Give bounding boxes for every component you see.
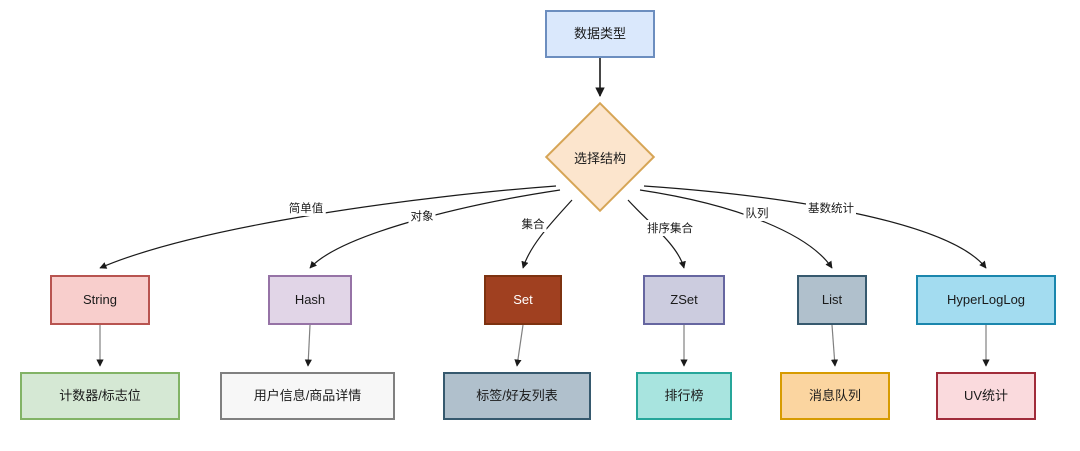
edge-list-to-usage (830, 324, 839, 367)
node-type-String[interactable]: String (50, 275, 150, 325)
edge-decision-to-string (99, 185, 557, 269)
node-type-label: Hash (294, 292, 326, 308)
node-usage-label: 标签/好友列表 (476, 388, 558, 404)
node-usage-UV统计[interactable]: UV统计 (936, 372, 1036, 420)
node-usage-用户信息/商品详情[interactable]: 用户信息/商品详情 (220, 372, 395, 420)
node-usage-label: 用户信息/商品详情 (253, 388, 362, 404)
node-type-label: Set (513, 292, 533, 308)
node-type-Hash[interactable]: Hash (268, 275, 352, 325)
node-usage-label: 计数器/标志位 (59, 388, 141, 404)
node-type-label: ZSet (670, 292, 698, 308)
node-usage-label: 排行榜 (664, 388, 704, 404)
node-data-type[interactable]: 数据类型 (545, 10, 655, 58)
node-usage-标签/好友列表[interactable]: 标签/好友列表 (443, 372, 591, 420)
node-type-label: List (821, 292, 843, 308)
edge-label-队列: 队列 (743, 205, 771, 221)
node-type-List[interactable]: List (797, 275, 867, 325)
edge-label-对象: 对象 (408, 208, 436, 224)
node-type-label: String (83, 292, 117, 308)
edge-hash-to-usage (304, 324, 312, 367)
edge-set-to-usage (514, 324, 524, 367)
node-decision-select-structure[interactable]: 选择结构 (544, 101, 656, 213)
edge-label-简单值: 简单值 (286, 200, 326, 216)
edge-decision-to-hyperloglog (643, 185, 987, 269)
node-usage-label: UV统计 (963, 388, 1009, 404)
node-type-Set[interactable]: Set (484, 275, 562, 325)
edge-label-集合: 集合 (519, 216, 547, 232)
node-type-label: HyperLogLog (946, 292, 1026, 308)
node-usage-排行榜[interactable]: 排行榜 (636, 372, 732, 420)
edge-label-排序集合: 排序集合 (645, 220, 695, 236)
edge-decision-to-set (521, 199, 573, 269)
node-usage-计数器/标志位[interactable]: 计数器/标志位 (20, 372, 180, 420)
edge-label-基数统计: 基数统计 (806, 200, 856, 216)
node-type-ZSet[interactable]: ZSet (643, 275, 725, 325)
node-decision-label: 选择结构 (573, 150, 626, 166)
node-type-HyperLogLog[interactable]: HyperLogLog (916, 275, 1056, 325)
node-usage-label: 消息队列 (808, 388, 861, 404)
node-data-type-label: 数据类型 (573, 26, 626, 42)
node-usage-消息队列[interactable]: 消息队列 (780, 372, 890, 420)
